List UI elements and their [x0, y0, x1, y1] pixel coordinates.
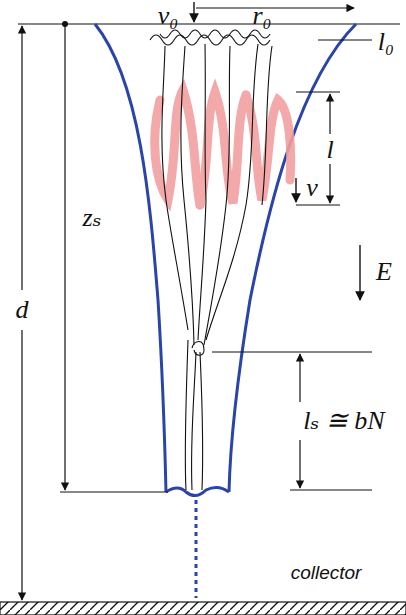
jet-end: [166, 487, 229, 495]
leader-line: [318, 40, 372, 41]
velocity-arrow: [295, 178, 296, 202]
field-label: E: [376, 259, 392, 285]
distance-label: d: [14, 297, 31, 323]
velocity-arrow: [193, 2, 194, 22]
distance-label: zₛ: [83, 205, 102, 231]
tick-line: [212, 352, 372, 353]
velocity-label: v₀: [158, 3, 179, 29]
dimension-arrow: [329, 164, 330, 203]
dimension-arrow: [21, 330, 22, 600]
polymer-chains: [150, 30, 272, 490]
dimension-arrow: [299, 440, 300, 488]
dimension-arrow: [21, 26, 22, 290]
jet-outline: [95, 24, 166, 492]
tick-line: [296, 92, 340, 93]
collector-label: collector: [291, 563, 362, 582]
field-arrow: [359, 245, 360, 300]
radius-arrow: [196, 7, 354, 8]
jet-continuation: [195, 500, 198, 598]
top-line: [18, 23, 400, 24]
tick-line: [290, 490, 372, 491]
dimension-arrow: [299, 354, 300, 402]
length-label: l₀: [378, 29, 394, 55]
dimension-arrow: [64, 26, 65, 490]
radius-label: r₀: [252, 3, 271, 29]
tick-line: [60, 492, 168, 493]
length-label: lₛ ≅ bN: [301, 408, 386, 434]
length-label: l: [326, 137, 333, 163]
tick-line: [296, 205, 340, 206]
collector-plate: [0, 602, 406, 615]
stretched-coils: [155, 90, 291, 205]
dimension-arrow: [329, 94, 330, 134]
velocity-label: v: [306, 175, 318, 201]
